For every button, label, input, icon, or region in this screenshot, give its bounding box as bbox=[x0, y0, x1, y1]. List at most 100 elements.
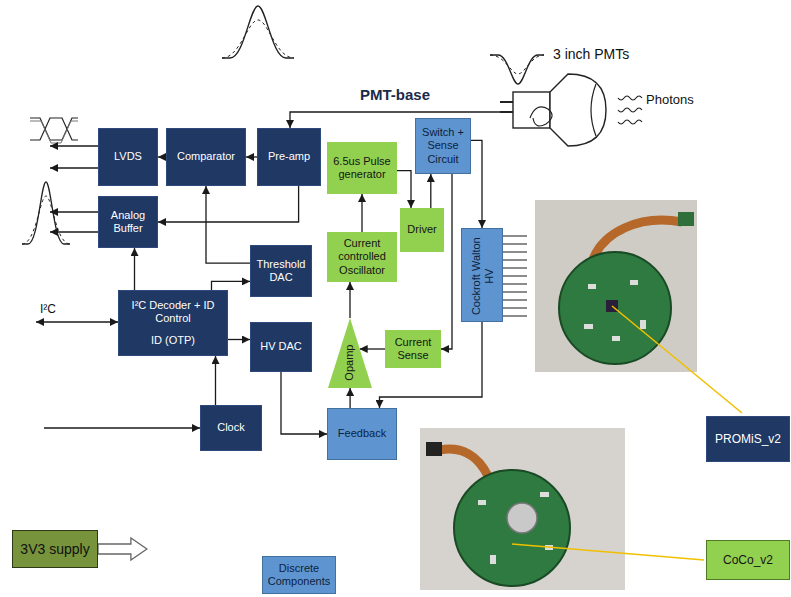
output-arrow bbox=[50, 211, 98, 212]
pulse-waveform bbox=[222, 6, 294, 58]
asic-block: LVDS bbox=[98, 128, 158, 186]
block-label: Switch + Sense Circuit bbox=[420, 126, 466, 166]
signal-connector bbox=[361, 194, 362, 232]
block-label: Cockroft Walton HV bbox=[470, 233, 496, 319]
cable-connector bbox=[426, 442, 442, 456]
signal-connector bbox=[281, 372, 327, 434]
block-label: 3V3 supply bbox=[17, 541, 93, 558]
pulse-waveform bbox=[490, 55, 544, 74]
block-label: Current controlled Oscillator bbox=[331, 237, 393, 277]
signal-connector bbox=[430, 174, 431, 208]
asic-block: I²C Decoder + ID Control ID (OTP) bbox=[118, 290, 228, 356]
board-outline: PMT-baseLVDS Comparator Pre-amp Switch + Se… bbox=[17, 40, 569, 592]
block-label: CoCo_v2 bbox=[711, 553, 785, 567]
output-arrow bbox=[50, 231, 98, 232]
asic-block: Comparator bbox=[166, 128, 246, 186]
block-label: Feedback bbox=[332, 427, 392, 440]
photon-wave bbox=[618, 108, 642, 112]
block-label: Current Sense bbox=[389, 336, 437, 362]
bus-name: I²C bbox=[40, 302, 56, 316]
block-label: Threshold DAC bbox=[255, 258, 307, 284]
signal-connector bbox=[441, 174, 452, 349]
block-label: Opamp bbox=[343, 345, 356, 381]
photo-background bbox=[535, 200, 697, 372]
signal-connector bbox=[158, 186, 299, 222]
pulse-waveform bbox=[490, 55, 544, 84]
board-outline-fill bbox=[18, 41, 568, 591]
smd-part bbox=[640, 320, 646, 329]
controller-block: 6.5us Pulse generator bbox=[327, 142, 397, 194]
hv-output-wires bbox=[503, 236, 527, 316]
discrete-block: Cockroft Walton HV bbox=[461, 228, 503, 322]
cable-connector bbox=[678, 212, 694, 226]
output-arrow bbox=[50, 145, 98, 146]
block-label: Discrete Components bbox=[267, 562, 331, 588]
pulse-waveform bbox=[222, 20, 294, 58]
asic-block: HV DAC bbox=[250, 322, 312, 372]
photon-wave bbox=[618, 96, 642, 100]
block-label: Clock bbox=[205, 421, 257, 434]
signal-connector bbox=[360, 348, 385, 349]
smd-part bbox=[630, 280, 638, 285]
flex-cable bbox=[440, 449, 488, 476]
controller-block: Current controlled Oscillator bbox=[327, 232, 397, 282]
asic-block: Analog Buffer bbox=[98, 196, 158, 248]
smd-part bbox=[584, 324, 593, 329]
smd-part bbox=[490, 555, 496, 564]
signal-connector bbox=[349, 282, 350, 318]
smd-part bbox=[588, 284, 596, 289]
input-arrow bbox=[44, 427, 200, 428]
signal-connector bbox=[471, 140, 482, 228]
smd-part bbox=[540, 492, 549, 497]
signal-connector bbox=[206, 186, 250, 263]
discrete-block: Feedback bbox=[327, 408, 397, 460]
photo-background bbox=[420, 428, 625, 590]
photocathode bbox=[591, 84, 596, 136]
pmt-neck bbox=[513, 92, 550, 128]
asic-block: PROMiS_v2 bbox=[706, 416, 790, 462]
asic-block: Threshold DAC bbox=[250, 245, 312, 297]
pmt-pin bbox=[500, 101, 513, 103]
block-label: I²C Decoder + ID Control bbox=[123, 299, 223, 325]
part-name: 3 inch PMTs bbox=[553, 46, 629, 63]
opamp-fill bbox=[328, 318, 372, 388]
asic-block: Pre-amp bbox=[257, 128, 321, 186]
block-label: LVDS bbox=[103, 150, 153, 163]
smd-part bbox=[478, 500, 486, 505]
eye-diagram bbox=[30, 121, 78, 143]
block-label: Comparator bbox=[171, 150, 241, 163]
signal-connector bbox=[246, 156, 257, 157]
signal-connector bbox=[380, 322, 483, 408]
signal-connector bbox=[228, 339, 250, 340]
bus-arrow bbox=[36, 321, 118, 322]
photon-wave bbox=[618, 120, 642, 124]
discrete-block: Switch + Sense Circuit bbox=[415, 118, 471, 174]
block-label: ID (OTP) bbox=[123, 334, 223, 347]
opamp-triangle: Opamp bbox=[328, 318, 372, 388]
supply-arrow bbox=[98, 538, 147, 560]
signal-connector bbox=[212, 281, 251, 290]
signal-connector bbox=[215, 356, 216, 405]
block-label: Driver bbox=[404, 223, 440, 236]
part-name: Photons bbox=[646, 92, 694, 108]
controller-block: CoCo_v2 bbox=[706, 540, 790, 580]
board-title: PMT-base bbox=[360, 86, 430, 104]
block-label: HV DAC bbox=[255, 340, 307, 353]
signal-connector bbox=[134, 248, 135, 290]
pulse-waveform bbox=[22, 182, 70, 244]
smd-part bbox=[612, 336, 620, 341]
dynode bbox=[530, 107, 552, 126]
controller-block: Driver bbox=[400, 208, 444, 252]
block-label: Pre-amp bbox=[262, 150, 316, 163]
pmt-bulb bbox=[550, 74, 606, 146]
supply-box: 3V3 supply bbox=[12, 530, 98, 568]
leader-line bbox=[612, 306, 742, 413]
signal-connector bbox=[158, 156, 166, 157]
coin-cell-holder bbox=[507, 503, 537, 533]
pulse-waveform bbox=[22, 196, 70, 244]
signal-connector bbox=[397, 171, 411, 208]
block-label: Analog Buffer bbox=[103, 209, 153, 235]
output-arrow bbox=[50, 167, 98, 168]
block-label: 6.5us Pulse generator bbox=[331, 155, 393, 181]
